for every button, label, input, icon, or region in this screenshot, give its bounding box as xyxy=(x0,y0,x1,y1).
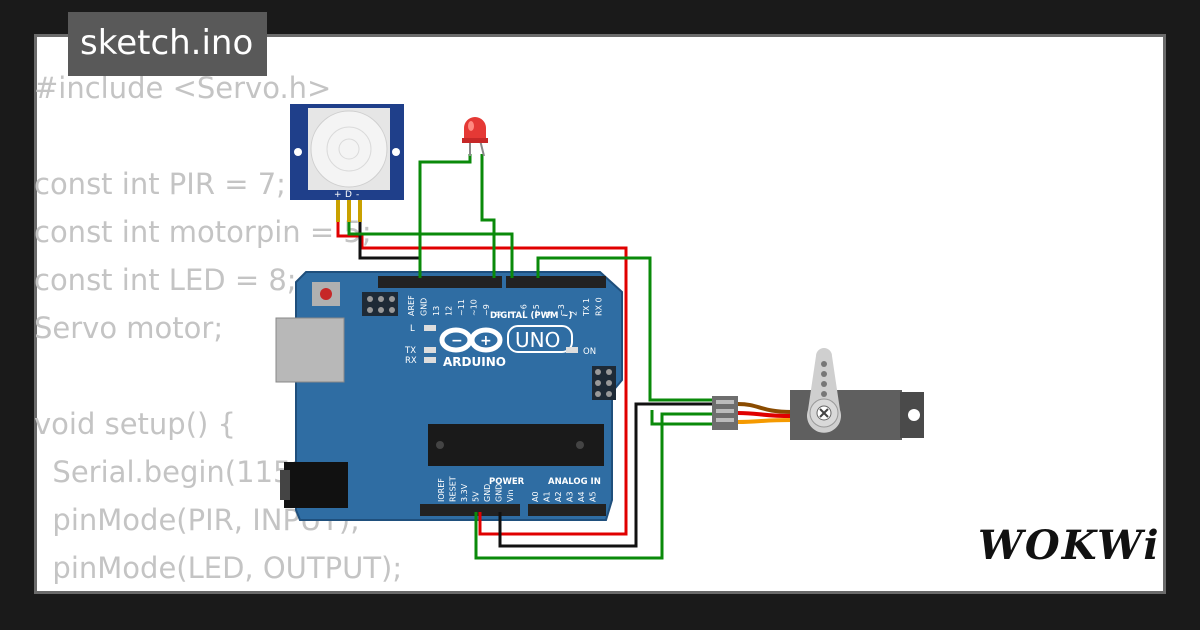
rx-label: RX xyxy=(405,356,417,366)
pin-label: A0 xyxy=(531,491,540,502)
pin-label: IOREF xyxy=(437,478,446,502)
pin-label: ~9 xyxy=(482,304,491,316)
digital-header-left xyxy=(378,276,502,288)
code-line: void setup() { xyxy=(34,407,236,441)
svg-text:−: − xyxy=(451,333,463,349)
pin-label: ~5 xyxy=(532,304,541,316)
pin-label: 3.3V xyxy=(460,483,469,502)
pin-label: A3 xyxy=(566,491,575,502)
pin-label: A4 xyxy=(577,491,586,502)
pir-sensor[interactable]: + D - xyxy=(290,104,404,222)
pin-label: ~3 xyxy=(557,304,566,316)
pin-label: ~6 xyxy=(520,304,529,316)
pin-label: AREF xyxy=(407,295,416,316)
pin-label: GND xyxy=(495,484,504,502)
pin-label: 4 xyxy=(545,311,554,316)
wires xyxy=(336,154,718,560)
pin-label: A1 xyxy=(543,491,552,502)
wire-servo-vcc[interactable] xyxy=(474,412,716,560)
pin-label: GND xyxy=(483,484,492,502)
pin-label: 8 xyxy=(495,311,504,316)
pin-label: A2 xyxy=(554,491,563,502)
pin-label: ~10 xyxy=(470,299,479,316)
icsp-header-right xyxy=(592,366,616,400)
wire-led-gnd[interactable] xyxy=(418,154,472,278)
wire-pir-signal[interactable] xyxy=(347,198,514,278)
power-label: POWER xyxy=(489,477,525,487)
pin-label: Vin xyxy=(506,489,515,502)
arduino-infinity-logo xyxy=(439,327,503,353)
pin-label: A5 xyxy=(589,491,598,502)
pin-label: 13 xyxy=(432,306,441,316)
board-model: UNO xyxy=(515,328,560,352)
pin-label: RX 0 xyxy=(595,297,604,316)
icsp-header xyxy=(362,292,398,316)
digital-label: DIGITAL (PWM ~) xyxy=(490,311,572,321)
red-led[interactable] xyxy=(462,117,488,157)
analog-header xyxy=(528,504,606,516)
pin-label: 7 xyxy=(507,311,516,316)
pin-label: TX 1 xyxy=(582,298,591,317)
code-line: const int LED = 8; xyxy=(34,263,297,297)
code-line: #include <Servo.h> xyxy=(34,71,332,105)
wire-pir-gnd[interactable] xyxy=(358,198,422,278)
code-line: const int PIR = 7; xyxy=(34,167,286,201)
usb-port xyxy=(275,317,345,383)
pir-pin-vcc: + xyxy=(334,190,342,200)
arduino-uno-board[interactable]: − + UNO ARDUINO DIGITAL (PWM ~) POWER AN… xyxy=(275,271,623,521)
power-header xyxy=(420,504,520,516)
svg-text:+: + xyxy=(480,333,492,349)
wire-servo-gnd[interactable] xyxy=(498,402,716,548)
board-brand: ARDUINO xyxy=(443,355,506,369)
analog-label: ANALOG IN xyxy=(548,477,601,487)
file-tab[interactable]: sketch.ino xyxy=(68,12,268,76)
wokwi-logo: WOKWi xyxy=(978,522,1161,569)
pin-label: 2 xyxy=(570,311,579,316)
servo-motor[interactable] xyxy=(712,348,924,440)
pin-label: 5V xyxy=(472,491,481,502)
pin-label: RESET xyxy=(449,476,458,502)
atmega-chip xyxy=(428,424,604,466)
digital-header-right xyxy=(506,276,606,288)
code-preview: #include <Servo.h> const int PIR = 7; cons… xyxy=(34,64,402,592)
l-label: L xyxy=(410,324,415,334)
on-label: ON xyxy=(583,347,596,357)
uno-badge xyxy=(507,325,573,353)
pin-label: GND xyxy=(420,298,429,316)
pir-pin-gnd: - xyxy=(356,190,359,200)
power-jack xyxy=(284,462,348,508)
wire-led-signal[interactable] xyxy=(480,154,496,278)
pin-label: 12 xyxy=(445,306,454,316)
pin-label: ~11 xyxy=(457,299,466,316)
code-line: Servo motor; xyxy=(34,311,224,345)
tx-label: TX xyxy=(404,346,416,356)
pir-pin-signal: D xyxy=(345,190,352,200)
code-line: pinMode(LED, OUTPUT); xyxy=(34,551,403,585)
